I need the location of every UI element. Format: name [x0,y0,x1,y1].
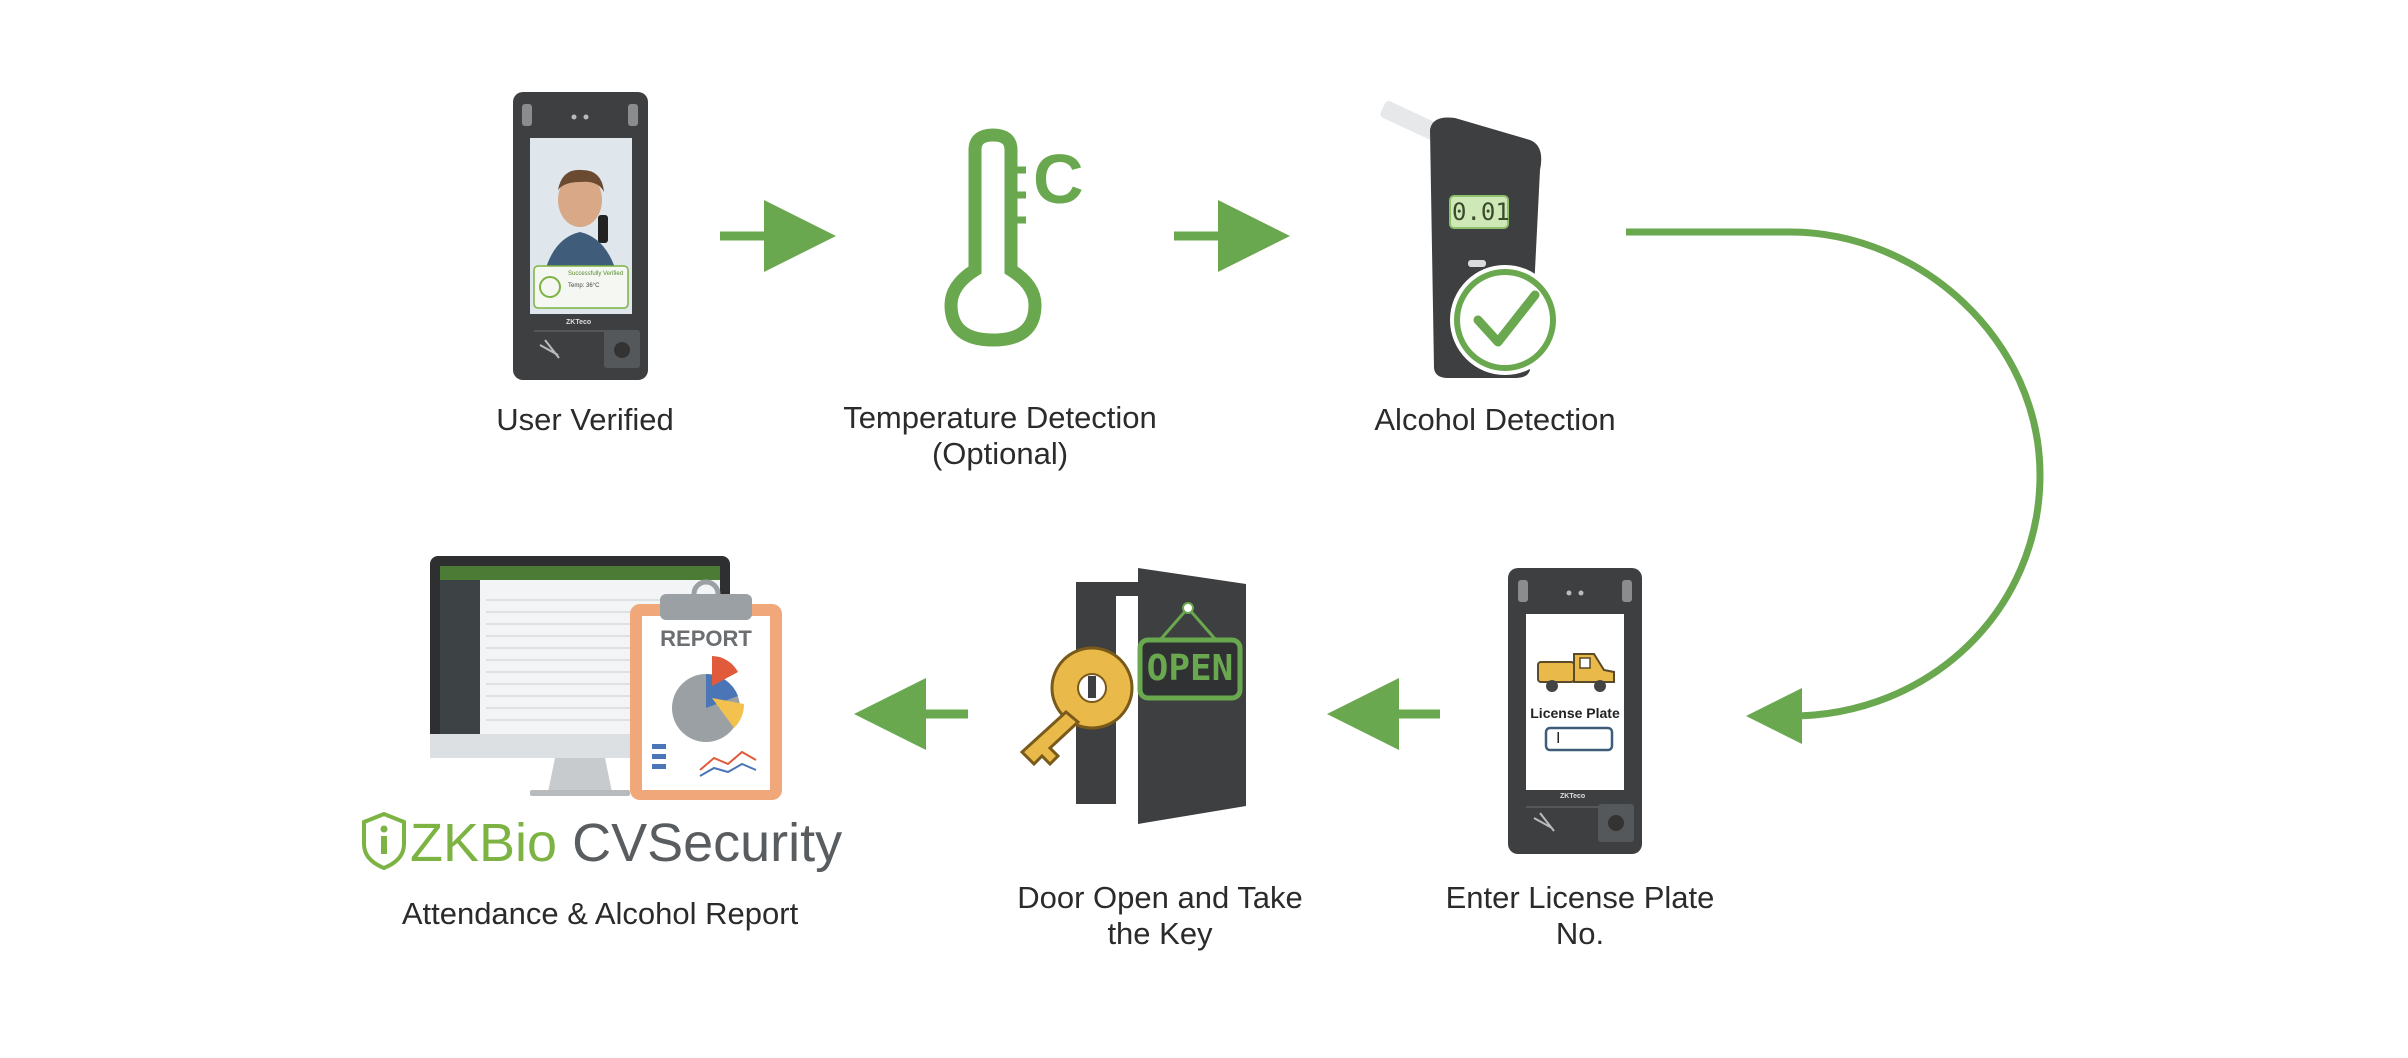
door-open-sign: OPEN [1146,648,1234,689]
step-label-user-verified: User Verified [460,402,710,438]
plate-terminal-brand: ZKTeco [1560,793,1586,800]
clipboard-title: REPORT [660,626,752,651]
step-label-temperature-line1: Temperature Detection [843,400,1157,435]
step-label-license-plate-line2: No. [1555,916,1605,951]
plate-screen-label: License Plate [1530,705,1620,721]
step-label-door: Door Open and Take the Key [990,880,1330,952]
face-terminal-temp: Temp: 36°C [568,283,600,289]
step-label-alcohol: Alcohol Detection [1350,402,1640,438]
step-label-alcohol-text: Alcohol Detection [1374,402,1616,437]
brand-logo-zkbio: ZKBio [410,813,558,873]
thermometer-unit: C [1033,140,1084,218]
brand-logo-cvsecurity: CVSecurity [572,813,843,873]
step-label-temperature: Temperature Detection (Optional) [820,400,1180,472]
brand-logo: ZKBio CVSecurity [410,812,842,874]
step-label-temperature-line2: (Optional) [931,436,1069,471]
step-label-license-plate: Enter License Plate No. [1420,880,1740,952]
face-terminal-brand: ZKTeco [566,319,592,326]
step-label-door-line2: the Key [1107,916,1213,951]
step-label-report-text: Attendance & Alcohol Report [401,896,799,931]
arrow-curve-alcohol-to-plate [1626,228,2044,744]
step-label-report: Attendance & Alcohol Report [380,896,820,932]
breathalyzer-display: 0.01 [1452,198,1510,226]
step-label-user-verified-text: User Verified [496,402,674,437]
face-terminal-status: Successfully Verified [568,271,624,277]
step-label-door-line1: Door Open and Take [1017,880,1303,915]
plate-input-field[interactable]: I [1556,730,1561,747]
step-label-license-plate-line1: Enter License Plate [1445,880,1715,915]
